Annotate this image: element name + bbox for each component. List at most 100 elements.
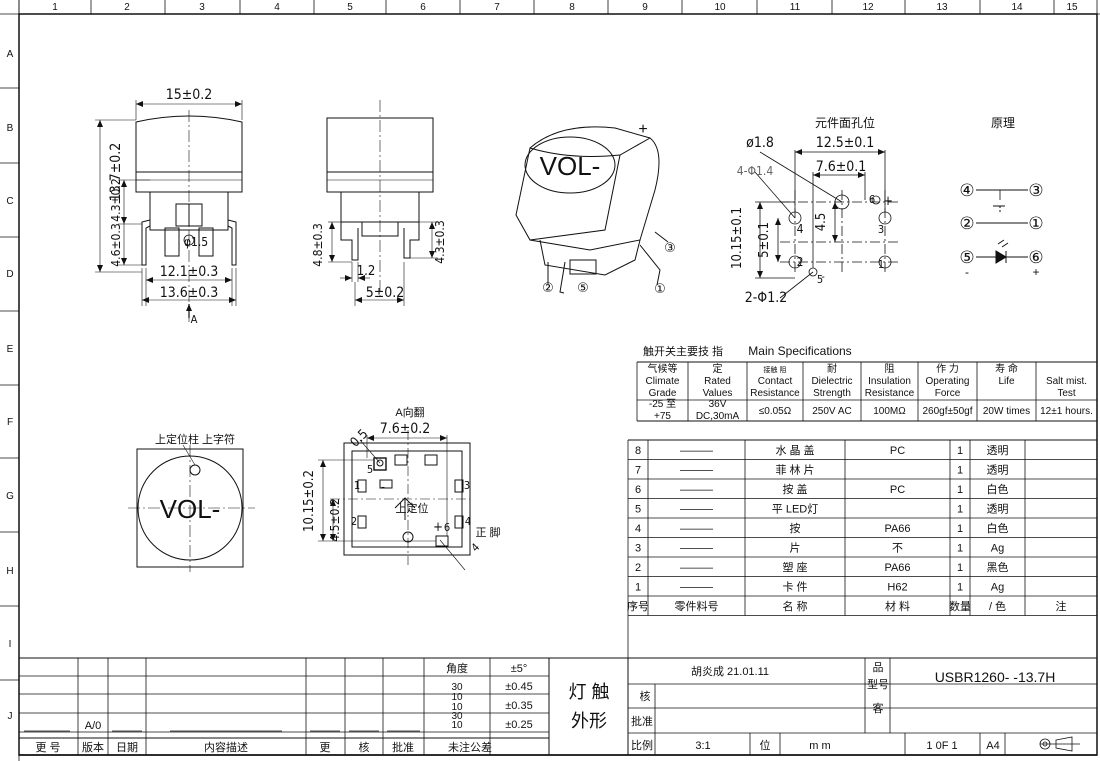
pcb-pad-5: 5 <box>817 273 823 286</box>
spec-header-en2: Values <box>703 388 733 399</box>
bom-qty: 1 <box>957 523 963 535</box>
bom-name: 塑 座 <box>782 560 807 574</box>
spec-value: 20W times <box>983 406 1030 417</box>
pcb-pad-2: 2 <box>797 255 804 269</box>
bom-code: ——— <box>680 562 713 574</box>
dim-pin-right: 4.3±0.3 <box>433 220 447 263</box>
rev-label: 更 号 <box>35 741 60 754</box>
front-view-dims: 15±0.2 13.7±0.2 4.3±0.2 4.6±0.3 φ1.5 12.… <box>108 87 218 326</box>
rev-label: 版本 <box>82 740 104 754</box>
unit-value: m m <box>809 740 830 752</box>
bottom-height: 10.15±0.2 <box>302 470 317 532</box>
model-number: USBR1260- -13.7H <box>935 669 1056 685</box>
rev-label: 日期 <box>116 741 138 754</box>
bottom-pin-1: 1 <box>354 479 360 492</box>
grid-row-label: H <box>6 566 13 577</box>
rev-label: 内容描述 <box>204 740 248 754</box>
pcb-pad-6: 6 <box>869 193 875 206</box>
bom-qty: 1 <box>957 582 963 594</box>
bottom-view <box>318 430 471 571</box>
iso-plus: + <box>638 121 647 138</box>
rev-version: A/0 <box>85 720 102 732</box>
bom-qty: 1 <box>957 465 963 477</box>
spec-header-en2: Force <box>935 388 961 399</box>
spec-header-en: Life <box>998 376 1015 387</box>
bom-code: ——— <box>680 504 713 516</box>
bottom-title: A向翻 <box>395 405 424 419</box>
grid-row-label: J <box>8 711 13 722</box>
grid-row-label: I <box>9 639 12 650</box>
bom-header-no: 序号 <box>627 599 649 613</box>
review-label: 核 <box>640 689 651 703</box>
pcb-x-span: 12.5±0.1 <box>816 135 875 151</box>
bom-mat: H62 <box>887 582 907 594</box>
front-view <box>95 100 243 324</box>
bom-color: 透明 <box>987 503 1009 516</box>
bom-no: 6 <box>635 484 641 496</box>
bom-name: 按 <box>790 521 801 535</box>
node-3: ③ <box>1028 181 1043 200</box>
bom-qty: 1 <box>957 445 963 457</box>
bom-qty: 1 <box>957 504 963 516</box>
customer-label: 客 <box>873 701 884 715</box>
dim-pin-left: 4.8±0.3 <box>311 223 325 266</box>
bom-name: 按 盖 <box>782 482 807 496</box>
bottom-plus: + <box>433 520 443 535</box>
grid-col-label: 7 <box>494 2 500 13</box>
product-name-1: 灯 触 <box>568 682 609 702</box>
iso-pin-3: ③ <box>664 240 676 255</box>
bottom-locate: 上定位 <box>396 501 429 515</box>
spec-header-en2: Resistance <box>865 388 915 399</box>
dim-pin-span: 12.1±0.3 <box>160 264 219 280</box>
unit-label: 位 <box>760 738 771 752</box>
bom-header-qty: 数量 <box>949 600 971 613</box>
spec-header-cn: 气候等 <box>648 362 678 375</box>
model-label-2: 型号 <box>867 677 889 691</box>
spec-value: 100MΩ <box>873 406 906 417</box>
bom-code: ——— <box>680 582 713 594</box>
spec-value-2: +75 <box>654 411 671 422</box>
bom-header-note: 注 <box>1056 599 1067 613</box>
bom-header-name: 名 称 <box>782 599 807 613</box>
specs-title-cn: 触开关主要技 指 <box>643 344 723 358</box>
spec-header-cn: 耐 <box>827 362 837 375</box>
grid-col-label: 5 <box>347 2 353 13</box>
dim-hole: φ1.5 <box>184 235 208 249</box>
projection-cone-icon <box>1040 736 1080 752</box>
bottom-pin-4: 4 <box>465 515 471 528</box>
spec-value: 12±1 hours. <box>1040 406 1093 417</box>
bom-color: 白色 <box>987 482 1009 496</box>
pcb-title: 元件面孔位 <box>815 115 875 130</box>
grid-row-label: B <box>7 123 14 134</box>
pcb-pad-1: 1 <box>878 258 884 271</box>
bottom-pin-3: 3 <box>464 479 470 492</box>
pcb-pad-3: 3 <box>878 223 884 236</box>
node-5: ⑤ <box>959 248 974 267</box>
bom-qty: 1 <box>957 484 963 496</box>
rev-label: 更 <box>320 742 331 754</box>
bom-code: ——— <box>680 465 713 477</box>
bom-color: Ag <box>991 582 1004 594</box>
top-label: 上定位柱 上字符 <box>155 432 235 446</box>
node-6: ⑥ <box>1028 248 1043 267</box>
tol-v3: ±0.25 <box>505 719 532 731</box>
section-mark: A <box>191 313 198 326</box>
pcb-pad-4: 4 <box>797 222 804 236</box>
bom-no: 1 <box>635 582 641 594</box>
bottom-view-text: A向翻 7.6±0.2 0.5 10.15±0.2 4.5±0.2 上定位 4 … <box>302 405 501 554</box>
spec-header-en2: Strength <box>813 388 851 399</box>
grid-col-label: 12 <box>862 2 874 13</box>
pcb-sign-plus: + <box>883 194 893 209</box>
spec-header-en: Salt mist. <box>1046 376 1087 387</box>
grid-row-label: A <box>7 49 14 60</box>
bom-name: 菲 林 片 <box>775 463 814 477</box>
schematic <box>976 189 1028 264</box>
scale-label: 比例 <box>631 738 653 752</box>
bom-color: 透明 <box>987 444 1009 457</box>
bom-color: 白色 <box>987 521 1009 535</box>
iso-cap-text: VOL- <box>540 151 601 181</box>
tol-angle-label: 角度 <box>446 661 468 675</box>
schematic-plus: + <box>1032 265 1039 279</box>
iso-pin-1: ① <box>654 281 666 296</box>
